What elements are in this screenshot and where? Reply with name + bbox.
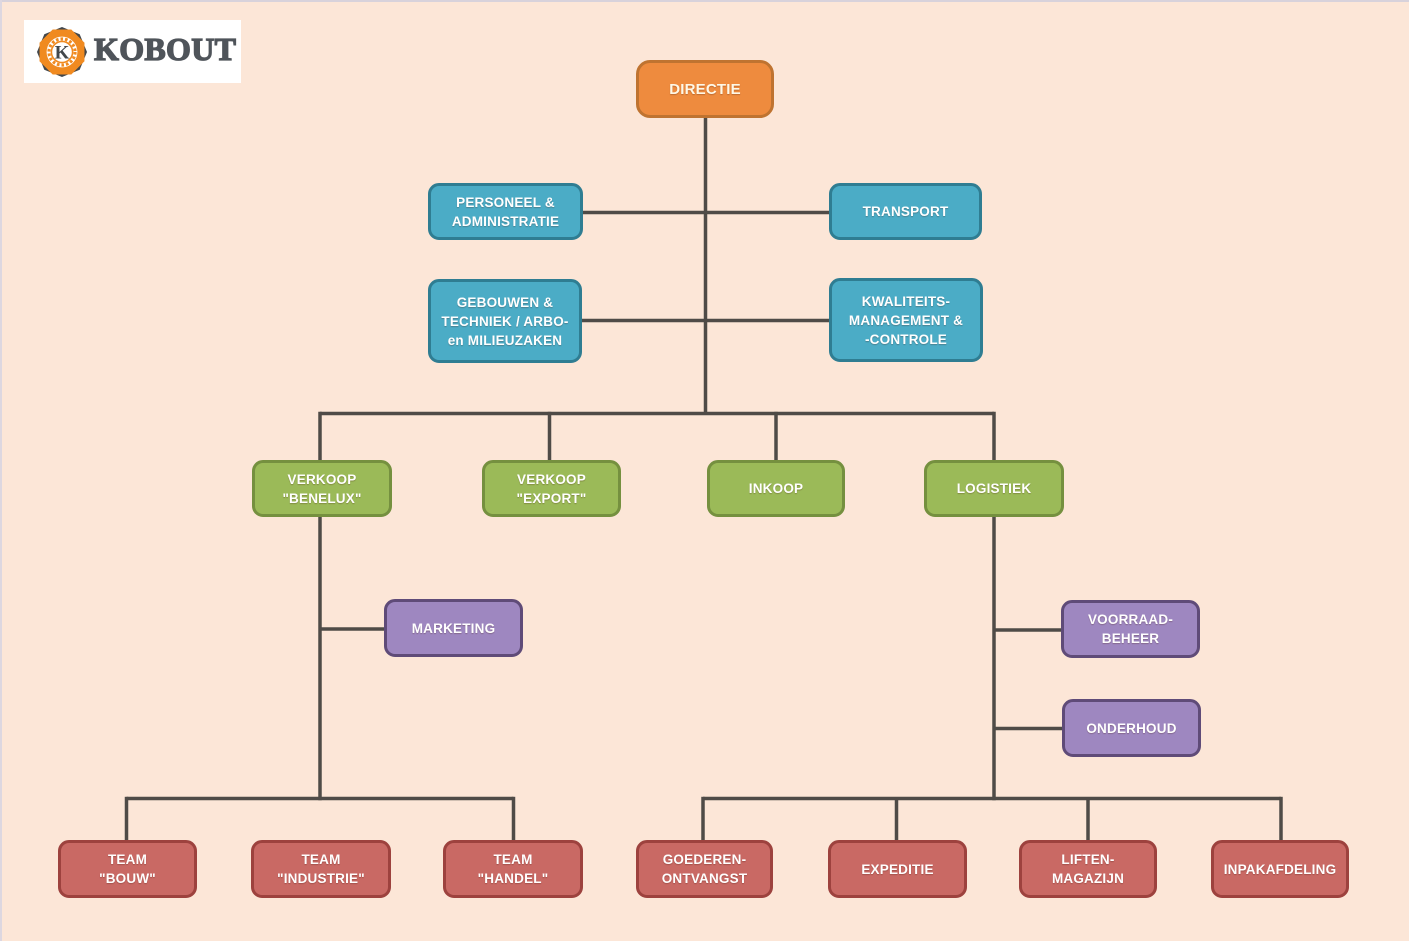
svg-text:K: K xyxy=(55,43,70,64)
